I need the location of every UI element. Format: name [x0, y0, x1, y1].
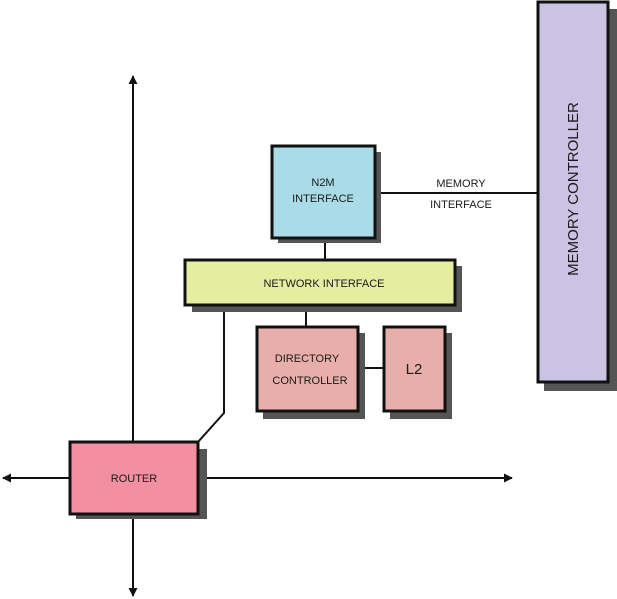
n2m-interface-label-line2: INTERFACE — [292, 193, 354, 205]
router-axes — [2, 75, 513, 597]
directory-controller-label-line1: DIRECTORY — [275, 353, 340, 365]
network-interface-box — [183, 258, 457, 307]
n2m-interface-label-line1: N2M — [311, 177, 334, 189]
network-interface-block: NETWORK INTERFACE — [183, 258, 462, 312]
memory-interface-label-line2: INTERFACE — [430, 199, 492, 211]
n2m-interface-block: N2M INTERFACE — [270, 144, 381, 243]
directory-controller-block: DIRECTORY CONTROLLER — [255, 325, 365, 419]
memory-controller-block: MEMORY CONTROLLER — [536, 0, 617, 391]
router-block: ROUTER — [68, 440, 207, 519]
l2-cache-block: L2 — [382, 325, 452, 419]
router-box — [68, 440, 200, 516]
directory-controller-box — [255, 325, 360, 413]
network-interface-label: NETWORK INTERFACE — [263, 278, 384, 290]
directory-controller-label-line2: CONTROLLER — [272, 375, 347, 387]
memory-controller-box — [536, 0, 610, 384]
l2-cache-label: L2 — [406, 361, 423, 378]
l2-cache-box — [382, 325, 447, 413]
n2m-interface-box — [270, 144, 377, 240]
network-to-router-link — [197, 305, 225, 443]
router-label: ROUTER — [111, 473, 158, 485]
memory-interface-label-line1: MEMORY — [436, 178, 486, 190]
memory-controller-label: MEMORY CONTROLLER — [565, 102, 582, 276]
